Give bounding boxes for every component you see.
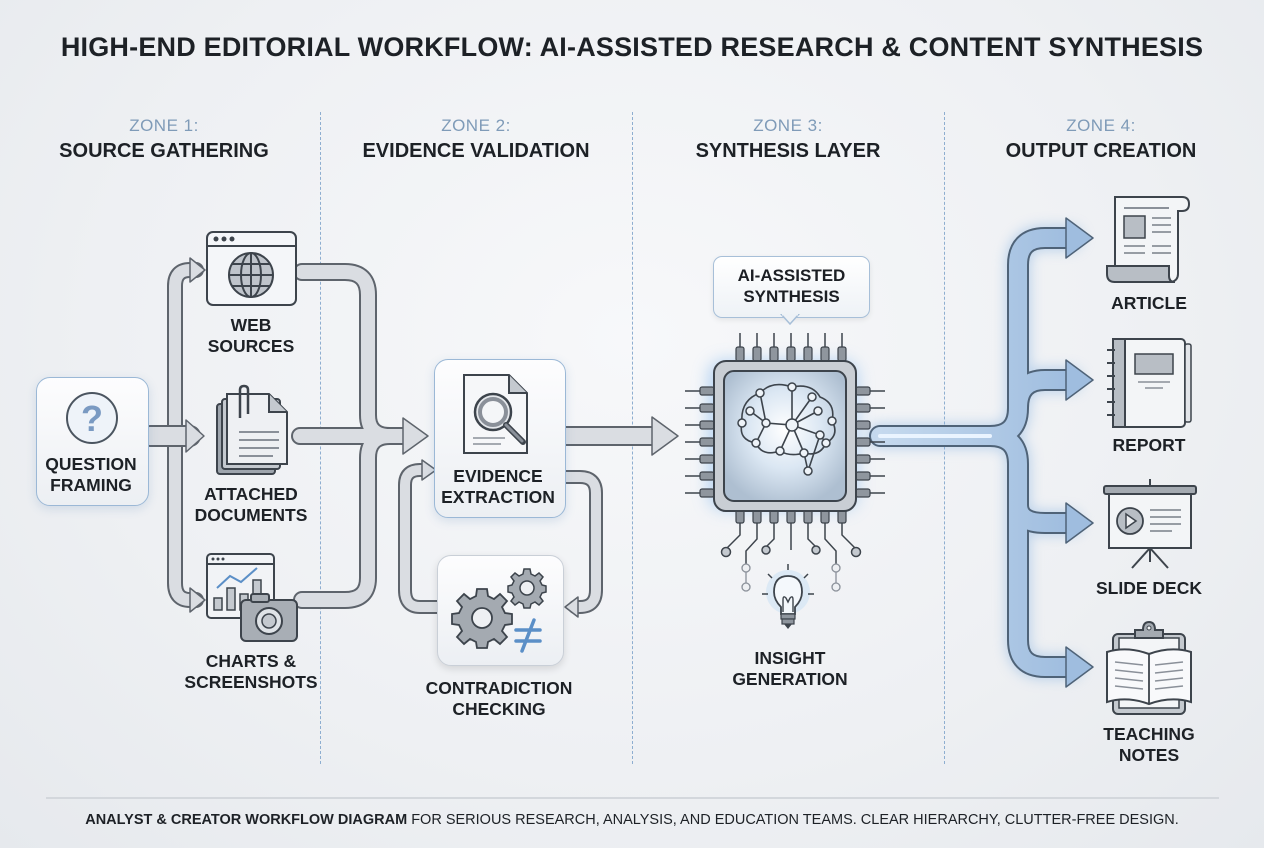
zone-header-3: ZONE 3: SYNTHESIS LAYER <box>638 116 938 163</box>
label-line: SCREENSHOTS <box>184 672 318 692</box>
label-line: ATTACHED <box>204 484 298 504</box>
label-line: GENERATION <box>732 669 848 689</box>
callout-pointer <box>780 314 800 326</box>
zone-number: ZONE 4: <box>1066 116 1136 135</box>
node-evidence-extraction[interactable] <box>434 359 566 518</box>
label-line: INSIGHT <box>754 648 826 668</box>
ai-synthesis-callout: AI-ASSISTED SYNTHESIS <box>713 256 870 318</box>
label-line: TEACHING <box>1103 724 1195 744</box>
output-report-label: REPORT <box>1049 435 1249 456</box>
arrow-synthesis-to-outputs <box>867 217 1094 688</box>
label-line: REPORT <box>1112 435 1186 455</box>
label-line: EVIDENCE <box>453 466 543 486</box>
gears-not-equal-icon <box>451 568 547 653</box>
footer-caption-rest: FOR SERIOUS RESEARCH, ANALYSIS, AND EDUC… <box>407 812 1179 828</box>
output-article-label: ARTICLE <box>1049 293 1249 314</box>
output-teaching-notes-label: TEACHING NOTES <box>1049 724 1249 766</box>
label-line: AI-ASSISTED <box>737 266 846 285</box>
article-scroll-icon[interactable] <box>1105 194 1195 286</box>
footer-divider <box>46 797 1219 799</box>
node-evidence-extraction-label: EVIDENCE EXTRACTION <box>398 466 598 508</box>
label-line: DOCUMENTS <box>194 505 308 525</box>
lightbulb-icon <box>762 564 814 629</box>
zone-number: ZONE 2: <box>441 116 511 135</box>
chart-camera-icon <box>206 553 298 642</box>
zone-name: SOURCE GATHERING <box>59 140 269 162</box>
document-magnifier-icon <box>463 374 528 454</box>
zone-header-1: ZONE 1: SOURCE GATHERING <box>14 116 314 163</box>
label-line: ARTICLE <box>1111 293 1187 313</box>
node-contradiction-checking-label: CONTRADICTION CHECKING <box>399 678 599 720</box>
svg-text:?: ? <box>81 398 103 439</box>
zone-name: OUTPUT CREATION <box>1005 140 1197 162</box>
zone-name: EVIDENCE VALIDATION <box>362 140 590 162</box>
label-line: SYNTHESIS <box>743 287 840 306</box>
label-line: SLIDE DECK <box>1096 578 1202 598</box>
node-web-sources-label: WEB SOURCES <box>151 315 351 357</box>
label-line: CONTRADICTION <box>425 678 573 698</box>
globe-browser-icon <box>206 231 297 306</box>
label-line: CHECKING <box>452 699 546 719</box>
page-title: HIGH-END EDITORIAL WORKFLOW: AI-ASSISTED… <box>60 32 1204 62</box>
notebook-icon[interactable] <box>1105 336 1195 430</box>
label-line: CHARTS & <box>205 651 297 671</box>
label-line: FRAMING <box>50 475 132 495</box>
zone-header-2: ZONE 2: EVIDENCE VALIDATION <box>326 116 626 163</box>
paperclip-documents-icon <box>216 384 288 475</box>
node-label: QUESTION FRAMING <box>0 454 191 496</box>
arrow-question-to-sources <box>139 257 206 613</box>
label-line: QUESTION <box>45 454 137 474</box>
node-charts-screenshots-label: CHARTS & SCREENSHOTS <box>151 651 351 693</box>
arrow-sources-to-extraction <box>291 263 429 609</box>
arrow-feedback-loop <box>398 459 603 618</box>
label-line: NOTES <box>1118 745 1180 765</box>
footer-caption-bold: ANALYST & CREATOR WORKFLOW DIAGRAM <box>85 812 408 828</box>
label-line: SOURCES <box>207 336 295 356</box>
arrow-extraction-to-synthesis <box>556 416 679 456</box>
node-insight-generation-label: INSIGHT GENERATION <box>690 648 890 690</box>
zone-number: ZONE 3: <box>753 116 823 135</box>
presentation-icon[interactable] <box>1102 476 1198 572</box>
node-question-framing[interactable]: ? <box>36 377 149 506</box>
question-mark-icon: ? <box>66 392 118 444</box>
output-slide-deck-label: SLIDE DECK <box>1049 578 1249 599</box>
zone-header-4: ZONE 4: OUTPUT CREATION <box>951 116 1251 163</box>
zone-name: SYNTHESIS LAYER <box>695 140 881 162</box>
node-attached-documents-label: ATTACHED DOCUMENTS <box>151 484 351 526</box>
brain-chip-icon[interactable] <box>680 325 890 695</box>
label-line: EXTRACTION <box>441 487 555 507</box>
node-contradiction-checking[interactable] <box>437 555 564 666</box>
footer-caption: ANALYST & CREATOR WORKFLOW DIAGRAM FOR S… <box>0 812 1264 828</box>
zone-number: ZONE 1: <box>129 116 199 135</box>
label-line: WEB <box>230 315 272 335</box>
clipboard-book-icon[interactable] <box>1103 620 1195 716</box>
